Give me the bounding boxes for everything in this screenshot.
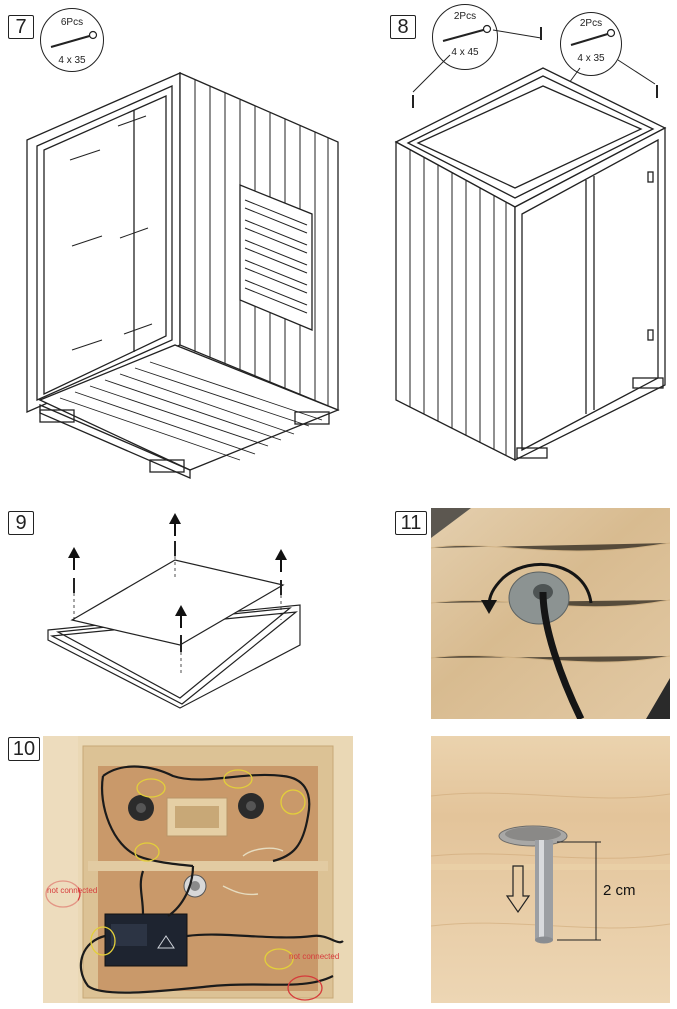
screw-qty: 2Pcs (453, 11, 477, 22)
photo-control-wiring: not connected not connected (43, 736, 353, 1003)
step-number-7: 7 (8, 15, 34, 39)
dimension-label: 2 cm (603, 882, 636, 899)
not-connected-note-left: not connected (47, 886, 98, 895)
photo-cable-grommet (431, 508, 670, 719)
not-connected-note-right: not connected (289, 952, 340, 961)
screw-callout-step7: 6Pcs 4 x 35 (40, 8, 104, 72)
screw-size: 4 x 45 (451, 47, 479, 58)
photo-mounting-peg: 2 cm (431, 736, 670, 1003)
screw-callout-step8-a: 2Pcs 4 x 45 (432, 4, 498, 70)
screw-size: 4 x 35 (58, 55, 86, 66)
step-number-11: 11 (395, 511, 427, 535)
screw-icon (570, 28, 616, 46)
screw-size: 4 x 35 (577, 53, 605, 64)
step-number-9: 9 (8, 511, 34, 535)
screw-icon (442, 24, 492, 42)
screw-icon (50, 30, 98, 48)
screw-qty: 6Pcs (60, 17, 84, 28)
step-number-10: 10 (8, 737, 40, 761)
screw-callout-step8-b: 2Pcs 4 x 35 (560, 12, 622, 76)
step-number-8: 8 (390, 15, 416, 39)
screw-qty: 2Pcs (579, 18, 603, 29)
